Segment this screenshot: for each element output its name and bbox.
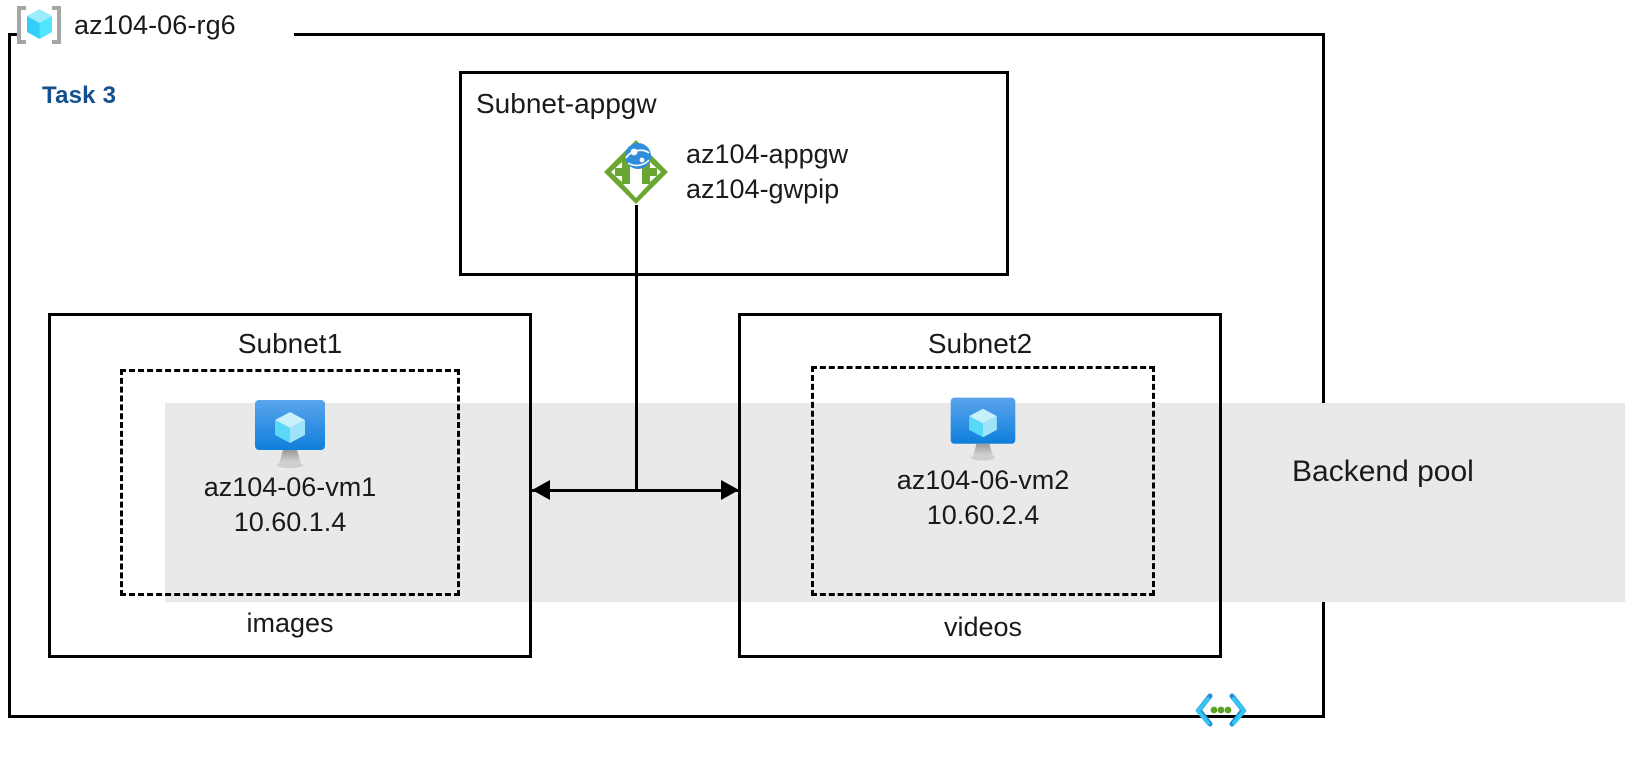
resource-group-header: az104-06-rg6: [16, 2, 236, 48]
resource-group-boundary: [8, 33, 1325, 718]
application-gateway-icon: [604, 140, 668, 204]
cube-glyph: [27, 9, 52, 39]
subnet-appgw-title: Subnet-appgw: [476, 88, 657, 119]
subnet1-vm-group: [120, 369, 460, 596]
vm1-ip: 10.60.1.4: [233, 506, 347, 537]
connector-subnet1-subnet2: [532, 489, 739, 492]
appgw-name: az104-appgw: [686, 138, 849, 169]
subnet-appgw-box: Subnet-appgw: [459, 71, 1009, 276]
arrowhead-right-icon: [721, 480, 739, 500]
virtual-machine-icon: [255, 400, 325, 469]
vnet-code-brackets-icon: [1195, 693, 1247, 727]
arrowhead-left-icon: [532, 480, 550, 500]
subnet1-box: Subnet1: [48, 313, 532, 658]
bracket-left: [17, 6, 26, 44]
subnet1-title: Subnet1: [237, 328, 343, 359]
vm2-node[interactable]: az104-06-vm2 10.60.2.4: [811, 395, 1155, 532]
bracket-right: [52, 6, 61, 44]
backend-pool-label: Backend pool: [1292, 455, 1474, 488]
subnet1-tier-label: images: [246, 608, 334, 638]
resource-group-cube-icon: [16, 2, 62, 48]
application-gateway-node[interactable]: az104-appgw az104-gwpip: [598, 134, 848, 210]
application-gateway-labels: az104-appgw az104-gwpip: [686, 137, 848, 207]
subnet2-box: Subnet2: [738, 313, 1222, 658]
connector-appgw-vertical: [635, 205, 638, 492]
vm1-node[interactable]: az104-06-vm1 10.60.1.4: [120, 398, 460, 539]
resource-group-title-gap: [20, 26, 294, 40]
vm1-name: az104-06-vm1: [203, 472, 377, 502]
subnet2-title: Subnet2: [927, 328, 1033, 359]
vm2-name: az104-06-vm2: [896, 465, 1070, 495]
vm2-ip: 10.60.2.4: [926, 499, 1040, 530]
appgw-pip-name: az104-gwpip: [686, 174, 840, 204]
backend-pool-band: [165, 403, 1625, 602]
subnet2-vm-group: [811, 366, 1155, 596]
subnet2-tier-label: videos: [943, 612, 1023, 642]
virtual-machine-icon: [950, 397, 1016, 461]
task-label: Task 3: [42, 82, 117, 109]
resource-group-name: az104-06-rg6: [74, 9, 236, 40]
